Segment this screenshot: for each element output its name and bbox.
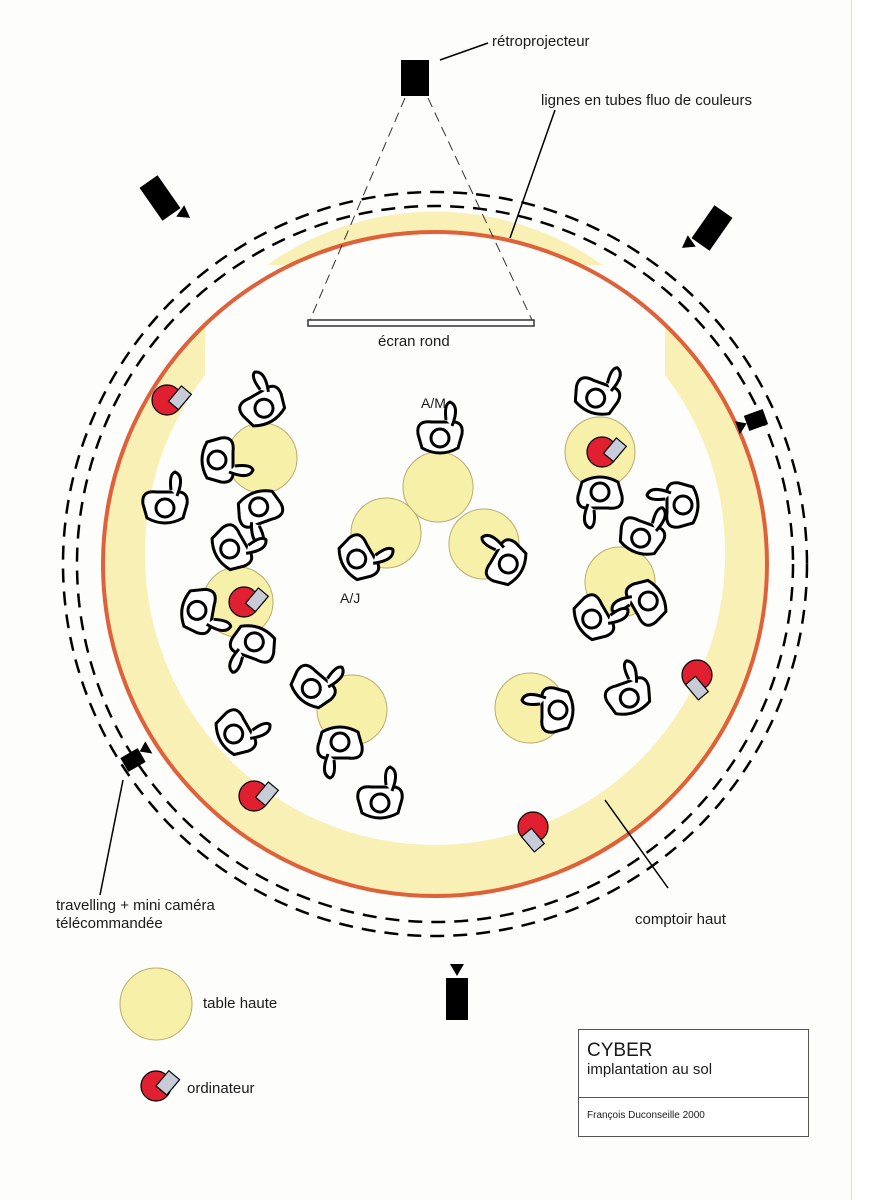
person-figure — [337, 533, 395, 582]
person-figure — [316, 725, 364, 780]
computers-group — [151, 384, 713, 853]
legend-table-swatch — [119, 967, 193, 1041]
author-credit: François Duconseille 2000 — [587, 1110, 705, 1121]
floor-area — [145, 265, 725, 845]
project-title: CYBER — [587, 1040, 653, 1061]
counter-label: comptoir haut — [635, 911, 726, 928]
travelling-label-line1: travelling + mini caméra — [56, 897, 215, 914]
computer-icon — [238, 780, 280, 812]
person-figure — [238, 370, 287, 428]
legend-computer-label: ordinateur — [187, 1080, 255, 1097]
camera-icon — [681, 205, 733, 251]
screen-label: écran rond — [378, 333, 450, 350]
camera-icon — [139, 175, 191, 221]
person-figure — [573, 366, 622, 416]
travelling-track-inner — [75, 204, 795, 924]
projector-leader — [439, 42, 489, 61]
page-edge — [851, 0, 875, 1200]
person-figure — [228, 624, 277, 674]
person-figure — [603, 659, 652, 716]
travelling-track-outer — [61, 190, 809, 938]
computer-icon — [517, 811, 549, 853]
people-group — [141, 366, 700, 820]
travelling-label-line2: télécommandée — [56, 915, 163, 932]
computer-icon — [681, 659, 713, 701]
person-figure — [645, 481, 700, 529]
person-figure — [210, 523, 268, 572]
person-figure — [180, 587, 233, 636]
tubes-leader — [509, 109, 556, 239]
table-left-upper — [226, 422, 298, 494]
person-figure — [141, 470, 189, 525]
camera-icon — [446, 964, 468, 1020]
person-figure — [356, 765, 404, 820]
travelling-leader — [99, 779, 124, 896]
person-figure — [416, 400, 464, 455]
person-figure — [289, 663, 345, 710]
computer-icon — [586, 436, 628, 468]
person-figure — [200, 436, 255, 484]
project-subtitle: implantation au sol — [587, 1061, 713, 1078]
projection-cone — [309, 97, 533, 321]
camera-icon — [120, 741, 153, 772]
camera-icon — [735, 409, 769, 435]
round-screen — [307, 319, 535, 327]
person-figure — [214, 708, 272, 757]
fluo-tube-line — [101, 230, 769, 898]
computer-icon — [228, 586, 270, 618]
computer-icon — [151, 384, 193, 416]
person-figure — [520, 686, 575, 734]
projector-label: rétroprojecteur — [492, 33, 590, 50]
person-figure — [572, 593, 630, 642]
title-block: CYBER implantation au sol François Ducon… — [578, 1029, 809, 1137]
projector-icon — [401, 60, 429, 96]
tubes-label: lignes en tubes fluo de couleurs — [541, 92, 752, 109]
legend-table-label: table haute — [203, 995, 278, 1012]
counter-leader — [604, 799, 669, 889]
counter-gap-fill — [205, 265, 665, 355]
person-figure — [618, 506, 667, 556]
person-figure — [576, 475, 624, 530]
am-label: A/M — [421, 395, 446, 411]
person-figure — [480, 533, 528, 587]
legend-computer-swatch — [140, 1069, 181, 1102]
aj-label: A/J — [340, 590, 361, 606]
